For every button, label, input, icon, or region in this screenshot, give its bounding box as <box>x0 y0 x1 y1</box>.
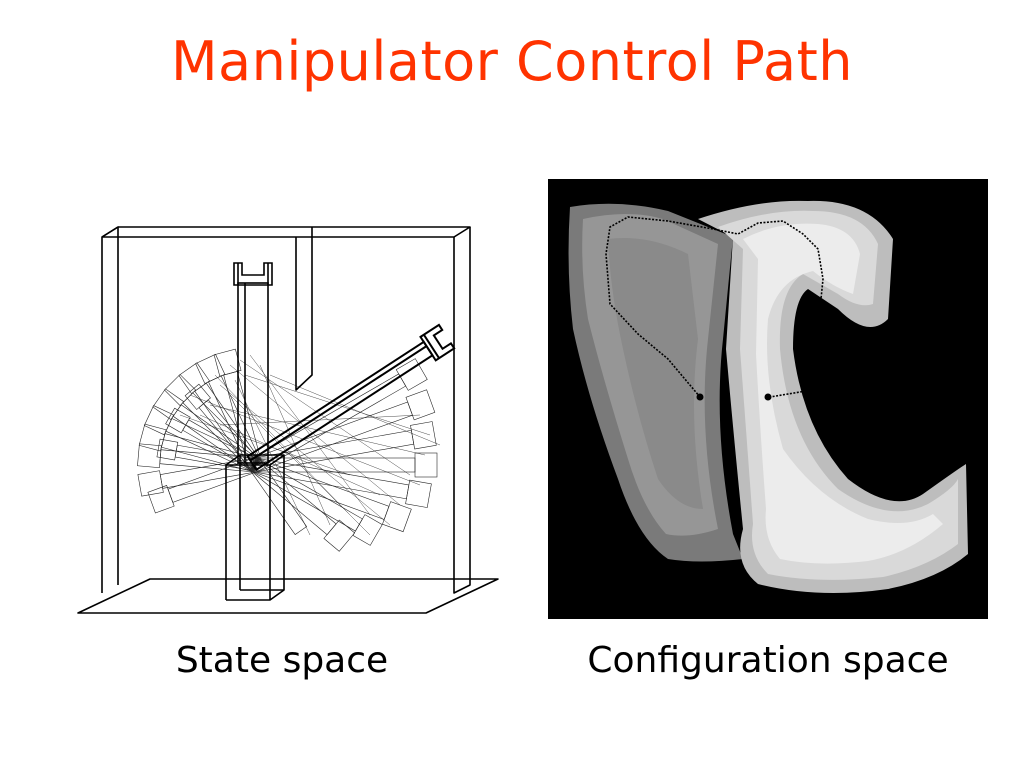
arm-start-pose <box>233 262 273 464</box>
top-beam <box>102 226 471 238</box>
configuration-space-caption: Configuration space <box>587 640 949 681</box>
path-goal-point <box>764 393 772 401</box>
control-path <box>605 216 824 398</box>
floor-plate <box>77 578 499 614</box>
arm-goal-pose <box>246 323 456 472</box>
state-space-diagram <box>77 226 499 614</box>
right-wall <box>453 227 471 594</box>
trajectory-strands <box>179 354 441 536</box>
hanging-divider <box>295 227 313 391</box>
slide-title: Manipulator Control Path <box>170 30 854 93</box>
path-start-point <box>696 393 704 401</box>
configuration-space-plot <box>548 179 988 619</box>
state-space-caption: State space <box>175 640 389 681</box>
left-wall <box>101 226 119 593</box>
arm-sweep-ghosts <box>137 348 438 552</box>
